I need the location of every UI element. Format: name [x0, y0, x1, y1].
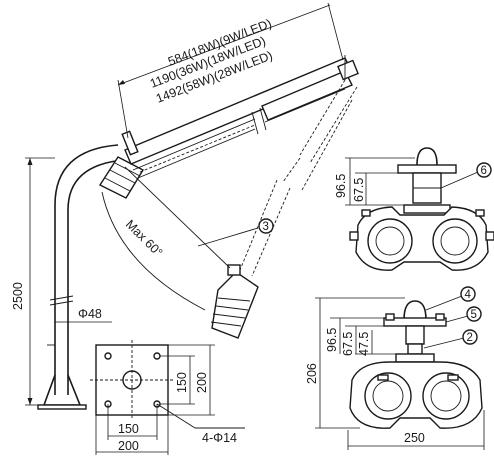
luminaire-tilted	[101, 79, 358, 339]
callout-5-circle	[466, 306, 482, 322]
section-view-bottom	[315, 295, 485, 450]
callout-4-label: 4	[465, 289, 472, 301]
callout-3	[197, 218, 274, 247]
plate-150-horizontal: 150	[118, 422, 139, 436]
pole-height-label: 2500	[11, 282, 25, 310]
callout-4-circle	[460, 286, 476, 302]
bot-206-label: 206	[305, 363, 319, 384]
plate-200-horizontal: 200	[118, 439, 139, 453]
top-67-5-label: 67.5	[352, 178, 366, 202]
callout-6-circle	[476, 162, 492, 178]
pole-diameter-label: Φ48	[78, 307, 102, 321]
plate-200-vertical: 200	[195, 372, 209, 393]
tilt-angle-label: Max 60°	[123, 217, 165, 259]
luminaire-main	[98, 55, 359, 199]
length-dimension	[117, 2, 344, 139]
callout-5-label: 5	[471, 309, 477, 321]
bot-67-5-label: 67.5	[341, 332, 355, 356]
callout-3-label: 3	[263, 221, 269, 233]
bot-96-5-label: 96.5	[325, 328, 339, 352]
callout-2-label: 2	[467, 332, 473, 344]
section-view-top	[345, 147, 494, 271]
callout-6-label: 6	[481, 165, 487, 177]
base-plate	[90, 340, 245, 455]
top-96-5-label: 96.5	[334, 174, 348, 198]
bot-47-5-label: 47.5	[357, 332, 371, 356]
plate-150-vertical: 150	[175, 372, 189, 393]
pole	[25, 144, 125, 410]
bot-250-label: 250	[404, 431, 425, 445]
callout-2-circle	[462, 329, 478, 345]
holes-label: 4-Φ14	[202, 431, 237, 445]
